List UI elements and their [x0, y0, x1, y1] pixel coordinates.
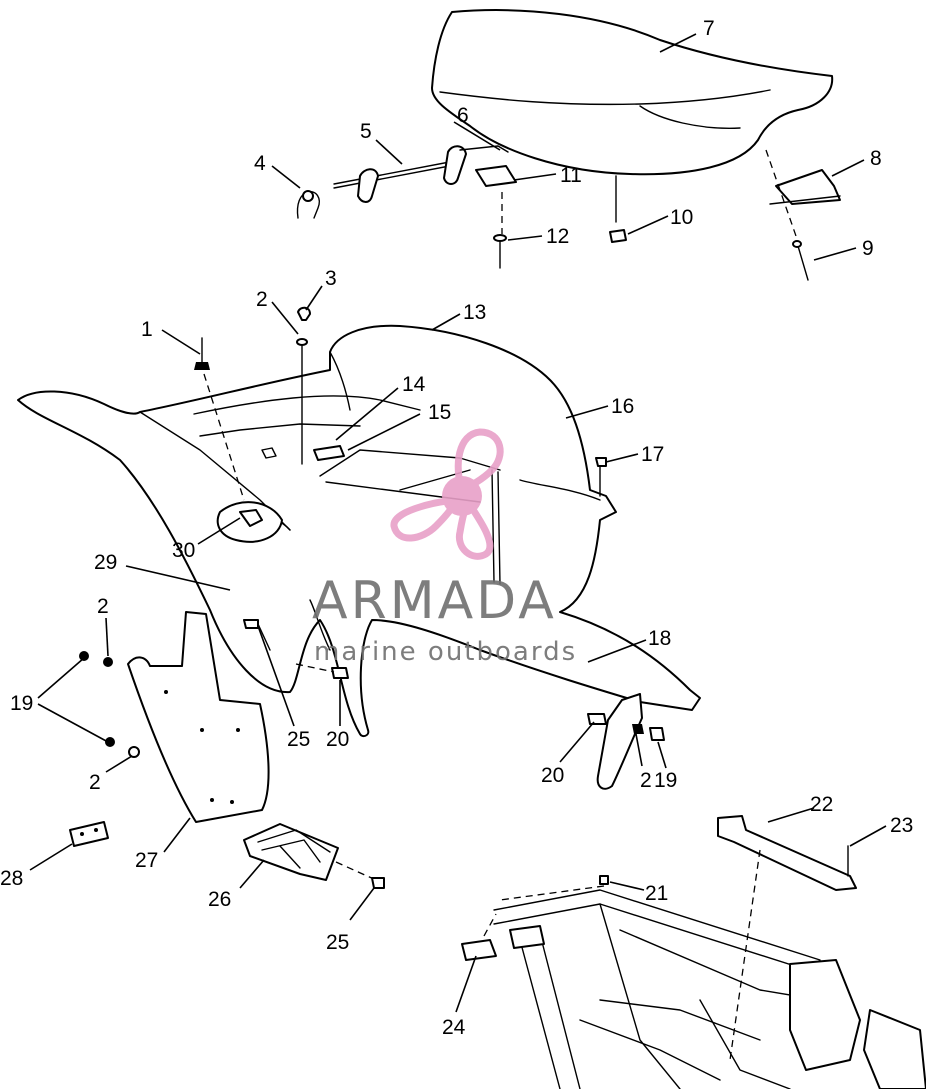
callout-18: 18: [648, 627, 671, 650]
fender-fasteners: [194, 306, 607, 501]
callout-19a: 19: [10, 692, 33, 715]
callout-5: 5: [360, 120, 372, 143]
chassis-frame: [461, 875, 926, 1089]
footrest: [243, 823, 385, 889]
callout-27: 27: [135, 849, 158, 872]
callout-1: 1: [141, 318, 153, 341]
callout-20a: 20: [326, 728, 349, 751]
callout-2b: 2: [97, 595, 109, 618]
callout-25b: 25: [326, 931, 349, 954]
callout-14: 14: [402, 373, 426, 396]
callout-19b: 19: [654, 769, 677, 792]
latch-plate: [475, 165, 517, 269]
reflector-plate: [69, 821, 109, 847]
callout-25a: 25: [287, 728, 310, 751]
callout-20b: 20: [541, 764, 564, 787]
fender-support-bracket: [587, 693, 665, 790]
frame-bracket: [717, 815, 857, 1061]
callout-labels: 7 6 5 4 11 8 10 12 9 3 2 13 1 14 16 15 1…: [0, 17, 913, 1039]
callout-28: 28: [0, 867, 23, 890]
callout-30: 30: [172, 539, 195, 562]
callout-21: 21: [645, 882, 668, 905]
callout-29: 29: [94, 551, 117, 574]
callout-22: 22: [810, 793, 833, 816]
mud-flap: [127, 611, 270, 823]
watermark-tagline: marine outboards: [314, 637, 577, 667]
rear-fender-body: [17, 324, 701, 738]
propeller-icon: [390, 428, 504, 560]
grommet: [609, 229, 627, 243]
callout-2d: 2: [640, 769, 652, 792]
callout-24: 24: [442, 1016, 466, 1039]
callout-3: 3: [325, 267, 337, 290]
seat-bracket: [765, 149, 841, 281]
callout-11: 11: [560, 164, 582, 187]
callout-10: 10: [670, 206, 693, 229]
callout-2: 2: [256, 288, 268, 311]
callout-7: 7: [703, 17, 715, 40]
watermark-brand: ARMADA: [312, 571, 557, 631]
callout-13: 13: [463, 301, 486, 324]
latch-rod-assembly: [296, 145, 509, 219]
callout-6: 6: [457, 104, 469, 127]
callout-17: 17: [641, 443, 664, 466]
leader-lines: [29, 33, 887, 1013]
callout-9: 9: [862, 237, 874, 260]
callout-26: 26: [208, 888, 231, 911]
callout-12: 12: [546, 225, 569, 248]
callout-8: 8: [870, 147, 882, 170]
callout-15: 15: [428, 401, 451, 424]
callout-23: 23: [890, 814, 913, 837]
callout-2c: 2: [89, 771, 101, 794]
seat-part: [431, 9, 834, 223]
callout-4: 4: [254, 152, 266, 175]
callout-16: 16: [611, 395, 634, 418]
watermark: ARMADA marine outboards: [312, 428, 577, 667]
